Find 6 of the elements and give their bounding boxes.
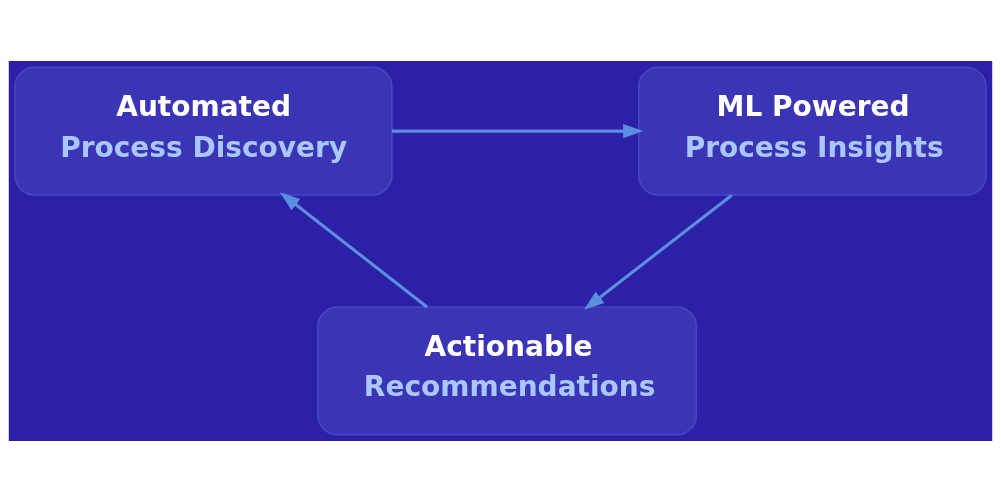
arrow — [583, 193, 733, 310]
node-box: Actionable Recommendations — [317, 305, 698, 436]
node-box: Automated Process Discovery — [14, 65, 393, 196]
arrow — [279, 191, 428, 308]
arrow — [391, 123, 644, 138]
node-box: ML Powered Process Insights — [637, 65, 987, 196]
